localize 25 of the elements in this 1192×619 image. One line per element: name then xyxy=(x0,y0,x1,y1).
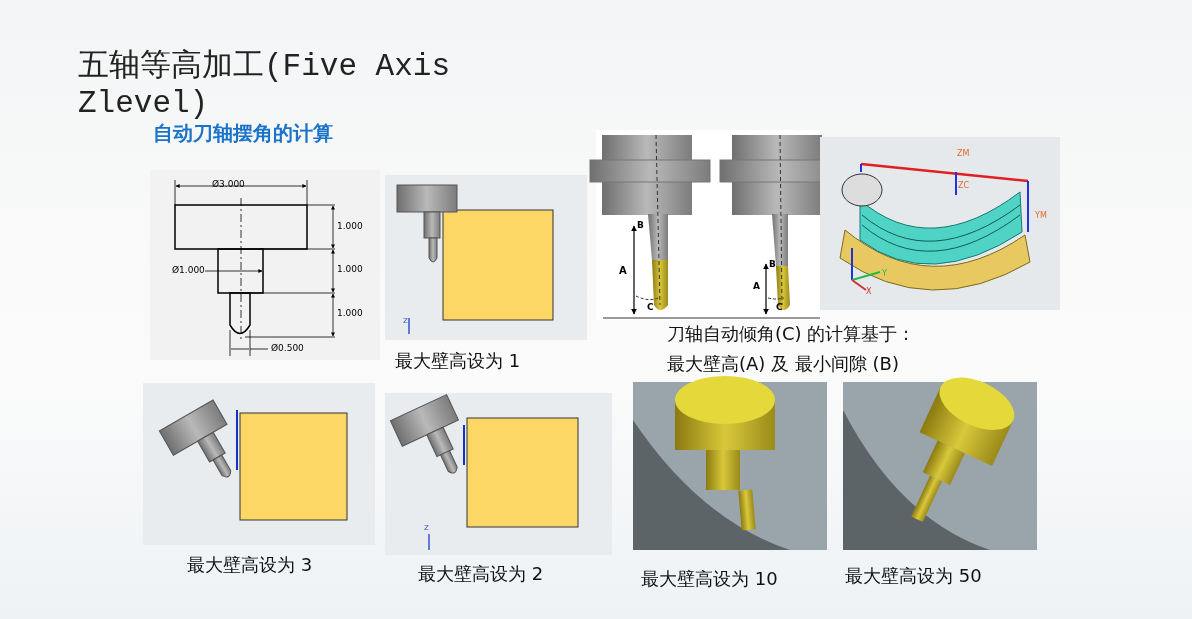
picture-caption: 最大壁高设为 1 xyxy=(395,351,521,371)
picture-caption: 刀轴自动倾角(C) 的计算基于 : xyxy=(667,324,910,344)
dimension-label: A xyxy=(753,282,760,292)
dimension-label: A xyxy=(619,265,627,276)
picture-caption: 最大壁高(A) 及 最小间隙 (B) xyxy=(667,354,899,374)
dimension-label: 1.000 xyxy=(337,309,363,319)
axis-label: X xyxy=(866,288,872,297)
dimension-label: Ø1.000 xyxy=(172,266,205,276)
dimension-label: 1.000 xyxy=(337,265,363,275)
axis-label: Y xyxy=(882,270,887,279)
dimension-label: C xyxy=(647,303,654,313)
dimension-label: Ø3.000 xyxy=(212,180,245,190)
axis-label: ZM xyxy=(957,150,970,159)
picture-caption: 最大壁高设为 3 xyxy=(187,555,313,575)
axis-label: YM xyxy=(1035,212,1047,221)
picture-caption: 最大壁高设为 50 xyxy=(845,566,982,586)
picture-caption: 最大壁高设为 2 xyxy=(418,564,544,584)
picture-caption: 最大壁高设为 10 xyxy=(641,569,778,589)
slide-title: 五轴等高加工(Five Axis Zlevel) xyxy=(78,48,452,123)
dimension-label: B xyxy=(637,221,644,231)
axis-label: ZC xyxy=(958,182,970,191)
section-heading: 自动刀轴摆角的计算 xyxy=(153,122,333,144)
dimension-label: B xyxy=(769,260,776,270)
dimension-label: Ø0.500 xyxy=(271,344,304,354)
dimension-label: 1.000 xyxy=(337,222,363,232)
